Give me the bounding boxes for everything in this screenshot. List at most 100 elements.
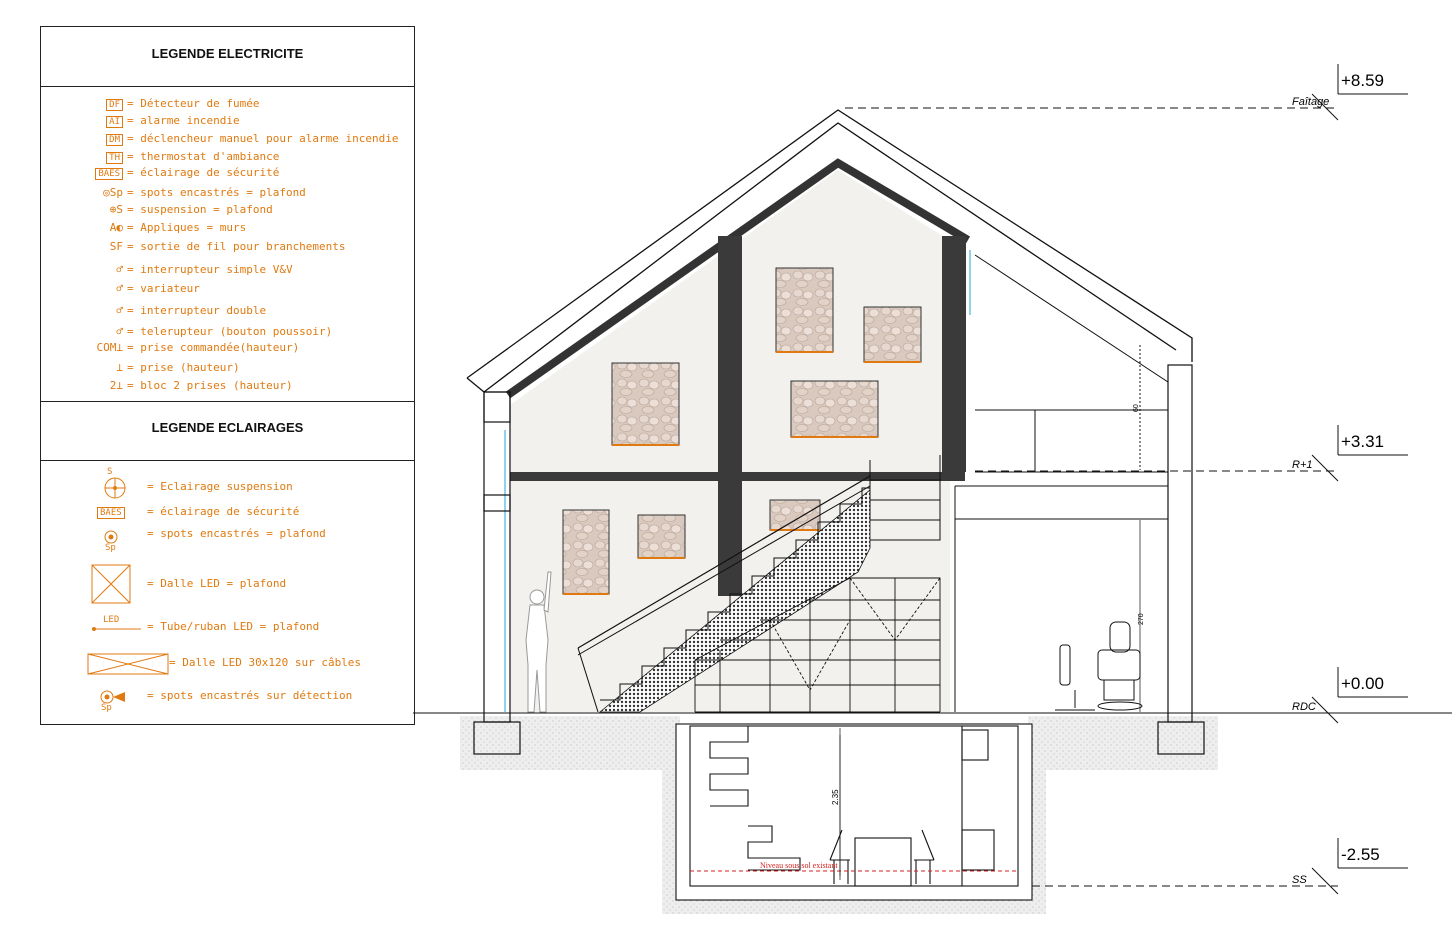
level-value: +8.59 bbox=[1341, 71, 1384, 90]
legend-symbol-icon: A◐ bbox=[109, 221, 123, 234]
legend-symbol-icon: S bbox=[104, 467, 131, 503]
legend-electricite-item: 2⊥= bloc 2 prises (hauteur) bbox=[91, 379, 293, 392]
legend-electricite-item: ♂= interrupteur simple V&V bbox=[91, 263, 292, 276]
legend-item-text: = spots encastrés sur détection bbox=[147, 689, 353, 702]
legend-item-text: = telerupteur (bouton poussoir) bbox=[127, 325, 333, 338]
legend-symbol-label: DF bbox=[106, 99, 123, 111]
legend-electricite-item: ◎Sp = spots encastrés = plafond bbox=[91, 186, 306, 199]
led-panel-cable-icon bbox=[87, 653, 169, 675]
level-name: SS bbox=[1292, 874, 1307, 886]
level-value: +0.00 bbox=[1341, 674, 1384, 693]
legend-item-text: = variateur bbox=[127, 282, 200, 295]
stone-panel bbox=[790, 380, 879, 438]
stone-panel bbox=[637, 514, 686, 559]
level-name: RDC bbox=[1292, 701, 1316, 713]
chair-furniture bbox=[1055, 621, 1143, 711]
legend-symbol-label: S bbox=[107, 467, 113, 477]
legend-symbol-icon: BAES bbox=[97, 507, 125, 519]
stone-panel bbox=[769, 499, 821, 531]
dimension-upper: 60 bbox=[1133, 404, 1140, 412]
legend-symbol-label: TH bbox=[106, 152, 123, 164]
legend-eclairages-item: = Dalle LED 30x120 sur câbles bbox=[169, 656, 361, 669]
legend-eclairages-item: = éclairage de sécurité bbox=[147, 505, 299, 518]
legend-electricite-item: AI = alarme incendie bbox=[91, 114, 240, 128]
spot-icon bbox=[104, 530, 118, 544]
legend-electricite-item: COM⊥= prise commandée(hauteur) bbox=[91, 341, 300, 354]
stone-panel bbox=[562, 509, 610, 595]
legend-eclairages-item: = Dalle LED = plafond bbox=[147, 577, 286, 590]
legend-electricite-item: ♂ = telerupteur (bouton poussoir) bbox=[91, 325, 332, 338]
legend-symbol-icon: ♂ bbox=[116, 325, 123, 338]
legend-eclairages-item: = spots encastrés sur détection bbox=[147, 689, 352, 702]
legend-symbol-icon: DM bbox=[91, 132, 123, 146]
legend-symbol-icon: Sp bbox=[103, 529, 133, 555]
legend-electricite-header bbox=[41, 27, 414, 87]
legend-item-text: = Détecteur de fumée bbox=[127, 97, 260, 110]
dimension-lines bbox=[839, 520, 1141, 876]
legend-item-text: = interrupteur double bbox=[127, 304, 267, 317]
spot-icon bbox=[100, 690, 125, 704]
stone-panel bbox=[863, 306, 922, 363]
suspension-icon bbox=[104, 477, 126, 499]
legend-electricite-item: ♂= interrupteur double bbox=[91, 304, 266, 317]
legend-item-text: = Tube/ruban LED = plafond bbox=[147, 620, 320, 633]
legend-eclairages-item: = spots encastrés = plafond bbox=[147, 527, 326, 540]
level-name: R+1 bbox=[1292, 459, 1313, 471]
legend-eclairages-item: = Tube/ruban LED = plafond bbox=[147, 620, 319, 633]
legend-symbol-label: LED bbox=[103, 615, 120, 625]
legend-item-text: = alarme incendie bbox=[127, 114, 240, 127]
stone-panel bbox=[775, 267, 834, 353]
legend-electricite-item: BAES = éclairage de sécurité bbox=[91, 166, 280, 180]
legend-electricite-item: DF = Détecteur de fumée bbox=[91, 97, 260, 111]
legend-symbol-label: BAES bbox=[97, 507, 125, 519]
legend-item-text: = Dalle LED 30x120 sur câbles bbox=[169, 656, 362, 669]
legend-item-text: = suspension = plafond bbox=[127, 203, 273, 216]
legend-symbol-icon bbox=[87, 653, 169, 678]
legend-symbol-icon: Sp bbox=[99, 689, 129, 715]
legend-symbol-label: Sp bbox=[101, 703, 112, 713]
legend-symbol-icon: TH bbox=[91, 150, 123, 164]
legend-symbol-icon: ⊥ bbox=[116, 361, 123, 374]
led-strip-icon bbox=[92, 627, 141, 631]
legend-symbol-label: Sp bbox=[105, 543, 116, 553]
legend-symbol-icon: BAES bbox=[91, 166, 123, 180]
legend-item-text: = thermostat d'ambiance bbox=[127, 150, 280, 163]
legend-item-text: = éclairage de sécurité bbox=[147, 505, 300, 518]
legend-eclairages: LEGENDE ECLAIRAGES = Eclairage suspensio… bbox=[40, 401, 415, 725]
legend-electricite-item: ⊕S= suspension = plafond bbox=[91, 203, 273, 216]
level-value: +3.31 bbox=[1341, 432, 1384, 451]
dimension-ground-floor: 270 bbox=[1138, 613, 1145, 625]
legend-electricite-item: TH = thermostat d'ambiance bbox=[91, 150, 280, 164]
legend-electricite-item: DM = déclencheur manuel pour alarme incen… bbox=[91, 132, 399, 146]
legend-item-text: = spots encastrés = plafond bbox=[127, 186, 306, 199]
legend-electricite: LEGENDE ELECTRICITE DF = Détecteur de fum… bbox=[40, 26, 415, 403]
basement-level-note: Niveau sous sol existant bbox=[760, 861, 838, 870]
staircase bbox=[577, 455, 941, 713]
legend-eclairages-header bbox=[41, 402, 414, 461]
legend-symbol-label: AI bbox=[106, 116, 123, 128]
level-marker: +3.31R+1 bbox=[975, 425, 1408, 482]
legend-symbol-icon: 2⊥ bbox=[109, 379, 123, 392]
legend-symbol-icon: LED bbox=[91, 615, 141, 633]
legend-item-text: = prise (hauteur) bbox=[127, 361, 240, 374]
legend-item-text: = déclencheur manuel pour alarme incendi… bbox=[127, 132, 399, 145]
legend-electricite-item: SF= sortie de fil pour branchements bbox=[91, 240, 346, 253]
legend-symbol-icon: COM⊥ bbox=[96, 341, 124, 354]
legend-electricite-title: LEGENDE ELECTRICITE bbox=[151, 46, 304, 61]
legend-item-text: = Dalle LED = plafond bbox=[147, 577, 287, 590]
legend-electricite-item: A◐= Appliques = murs bbox=[91, 221, 246, 234]
legend-eclairages-item: = Eclairage suspension bbox=[147, 480, 293, 493]
legend-symbol-icon bbox=[91, 564, 131, 607]
legend-symbol-icon: ◎Sp bbox=[103, 186, 123, 199]
level-name: Faîtage bbox=[1292, 96, 1329, 108]
under-stair-cupboards bbox=[694, 577, 941, 713]
stone-panel bbox=[611, 362, 680, 446]
legend-item-text: = Eclairage suspension bbox=[147, 480, 293, 493]
legend-item-text: = spots encastrés = plafond bbox=[147, 527, 326, 540]
legend-item-text: = éclairage de sécurité bbox=[127, 166, 280, 179]
led-panel-icon bbox=[91, 564, 131, 604]
